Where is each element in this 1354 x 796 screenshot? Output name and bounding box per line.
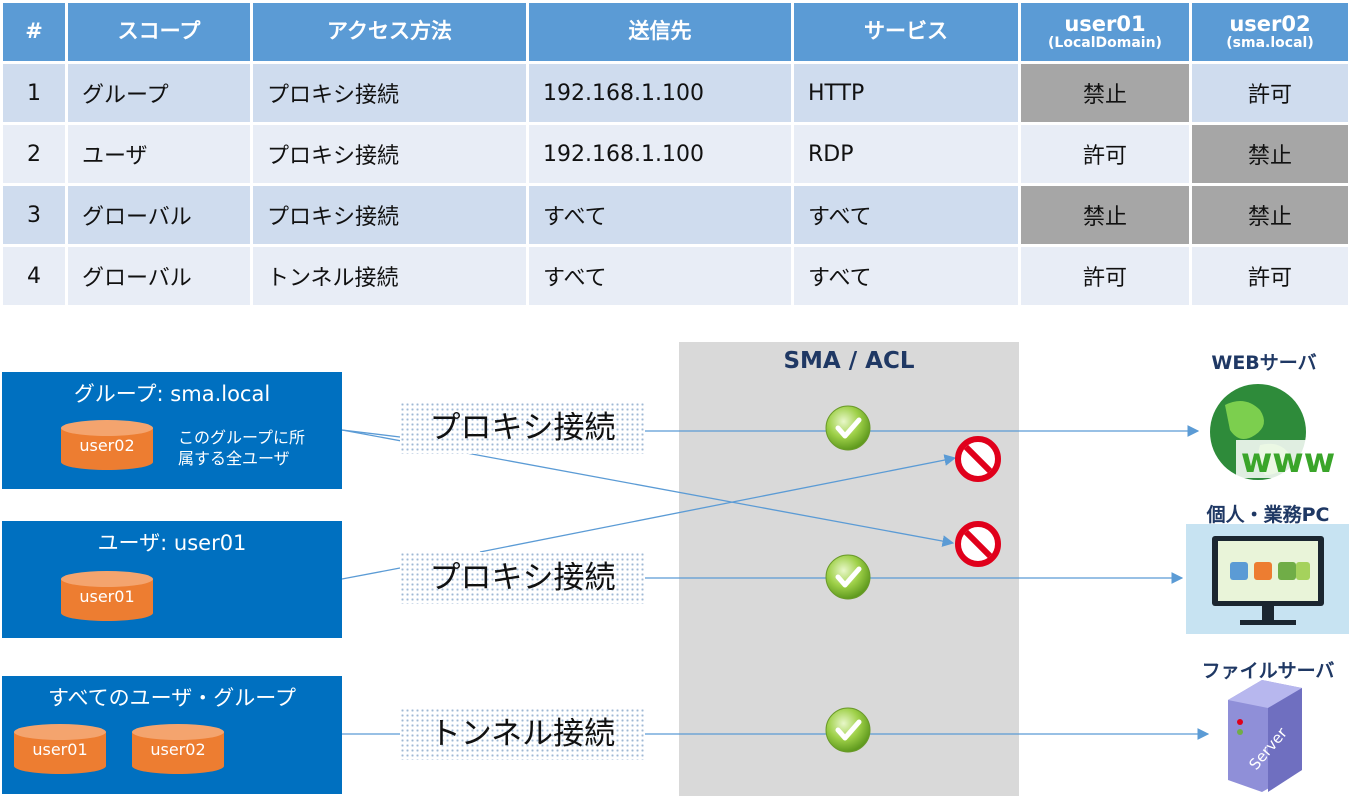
cell-num: 1 — [3, 64, 65, 122]
acl-table: # スコープ アクセス方法 送信先 サービス user01(LocalDomai… — [0, 0, 1351, 308]
header-user01-domain: (LocalDomain) — [1048, 34, 1162, 51]
source-group-title: グループ: sma.local — [73, 382, 271, 406]
table-row: 4 グローバル トンネル接続 すべて すべて 許可 許可 — [3, 247, 1348, 305]
note-line: 属する全ユーザ — [178, 448, 290, 468]
source-all-title: すべてのユーザ・グループ — [47, 686, 296, 710]
header-user02-domain: (sma.local) — [1226, 34, 1314, 51]
cell-dest: 192.168.1.100 — [529, 64, 791, 122]
tunnel-connection-label: トンネル接続 — [400, 708, 645, 760]
header-dest: 送信先 — [529, 3, 791, 61]
header-user01-name: user01 — [1064, 11, 1146, 36]
www-label: www — [1241, 441, 1335, 481]
check-icon — [825, 554, 871, 600]
cell-method: プロキシ接続 — [253, 125, 526, 183]
header-num: # — [3, 3, 65, 61]
cell-method: プロキシ接続 — [253, 64, 526, 122]
source-user-box: ユーザ: user01 user01 — [2, 521, 342, 638]
database-icon: user01 — [61, 571, 153, 621]
cell-dest: 192.168.1.100 — [529, 125, 791, 183]
header-user02: user02(sma.local) — [1192, 3, 1348, 61]
cell-service: すべて — [794, 186, 1018, 244]
header-service: サービス — [794, 3, 1018, 61]
cell-num: 2 — [3, 125, 65, 183]
cell-user02-perm: 許可 — [1192, 64, 1348, 122]
table-header-row: # スコープ アクセス方法 送信先 サービス user01(LocalDomai… — [3, 3, 1348, 61]
globe-www-icon: www — [1210, 384, 1340, 481]
cell-user02-perm: 禁止 — [1192, 186, 1348, 244]
header-user02-name: user02 — [1229, 11, 1311, 36]
file-server-title: ファイルサーバ — [1201, 660, 1335, 682]
header-user01: user01(LocalDomain) — [1021, 3, 1189, 61]
source-all-box: すべてのユーザ・グループ user01 user02 — [2, 676, 342, 794]
pc-title: 個人・業務PC — [1206, 504, 1330, 526]
cell-method: トンネル接続 — [253, 247, 526, 305]
cell-user01-perm: 許可 — [1021, 125, 1189, 183]
table-row: 3 グローバル プロキシ接続 すべて すべて 禁止 禁止 — [3, 186, 1348, 244]
pc-monitor-icon — [1186, 524, 1349, 634]
check-icon — [825, 707, 871, 753]
cell-dest: すべて — [529, 186, 791, 244]
cell-scope: グローバル — [68, 186, 250, 244]
database-icon: user02 — [61, 420, 153, 470]
cell-user01-perm: 許可 — [1021, 247, 1189, 305]
line-user-to-web-denied — [479, 454, 957, 553]
cell-num: 4 — [3, 247, 65, 305]
cell-service: HTTP — [794, 64, 1018, 122]
table-row: 1 グループ プロキシ接続 192.168.1.100 HTTP 禁止 許可 — [3, 64, 1348, 122]
line-user-to-proxy2 — [341, 567, 401, 580]
cell-dest: すべて — [529, 247, 791, 305]
cell-service: すべて — [794, 247, 1018, 305]
cell-service: RDP — [794, 125, 1018, 183]
source-group-box: グループ: sma.local user02 このグループに所 属する全ユーザ — [2, 372, 342, 489]
source-group-note: このグループに所 属する全ユーザ — [178, 428, 305, 470]
check-icon — [825, 405, 871, 451]
cell-user01-perm: 禁止 — [1021, 64, 1189, 122]
cell-scope: グローバル — [68, 247, 250, 305]
header-method: アクセス方法 — [253, 3, 526, 61]
cell-user01-perm: 禁止 — [1021, 186, 1189, 244]
server-icon: Server — [1228, 680, 1302, 792]
cell-user02-perm: 許可 — [1192, 247, 1348, 305]
database-icon: user02 — [132, 724, 224, 774]
user-label: user01 — [79, 587, 135, 606]
cell-scope: グループ — [68, 64, 250, 122]
proxy-connection-label-2: プロキシ接続 — [400, 552, 645, 604]
acl-title: SMA / ACL — [783, 348, 915, 374]
user-label: user02 — [150, 740, 206, 759]
prohibited-icon — [955, 521, 1001, 567]
cell-scope: ユーザ — [68, 125, 250, 183]
cell-method: プロキシ接続 — [253, 186, 526, 244]
proxy-connection-label-1: プロキシ接続 — [400, 402, 645, 454]
header-scope: スコープ — [68, 3, 250, 61]
cell-num: 3 — [3, 186, 65, 244]
user-label: user01 — [32, 740, 88, 759]
cell-user02-perm: 禁止 — [1192, 125, 1348, 183]
prohibited-icon — [955, 436, 1001, 482]
user-label: user02 — [79, 436, 135, 455]
table-row: 2 ユーザ プロキシ接続 192.168.1.100 RDP 許可 禁止 — [3, 125, 1348, 183]
note-line: このグループに所 — [178, 428, 306, 447]
database-icon: user01 — [14, 724, 106, 774]
web-server-title: WEBサーバ — [1211, 352, 1317, 374]
source-user-title: ユーザ: user01 — [97, 531, 247, 555]
